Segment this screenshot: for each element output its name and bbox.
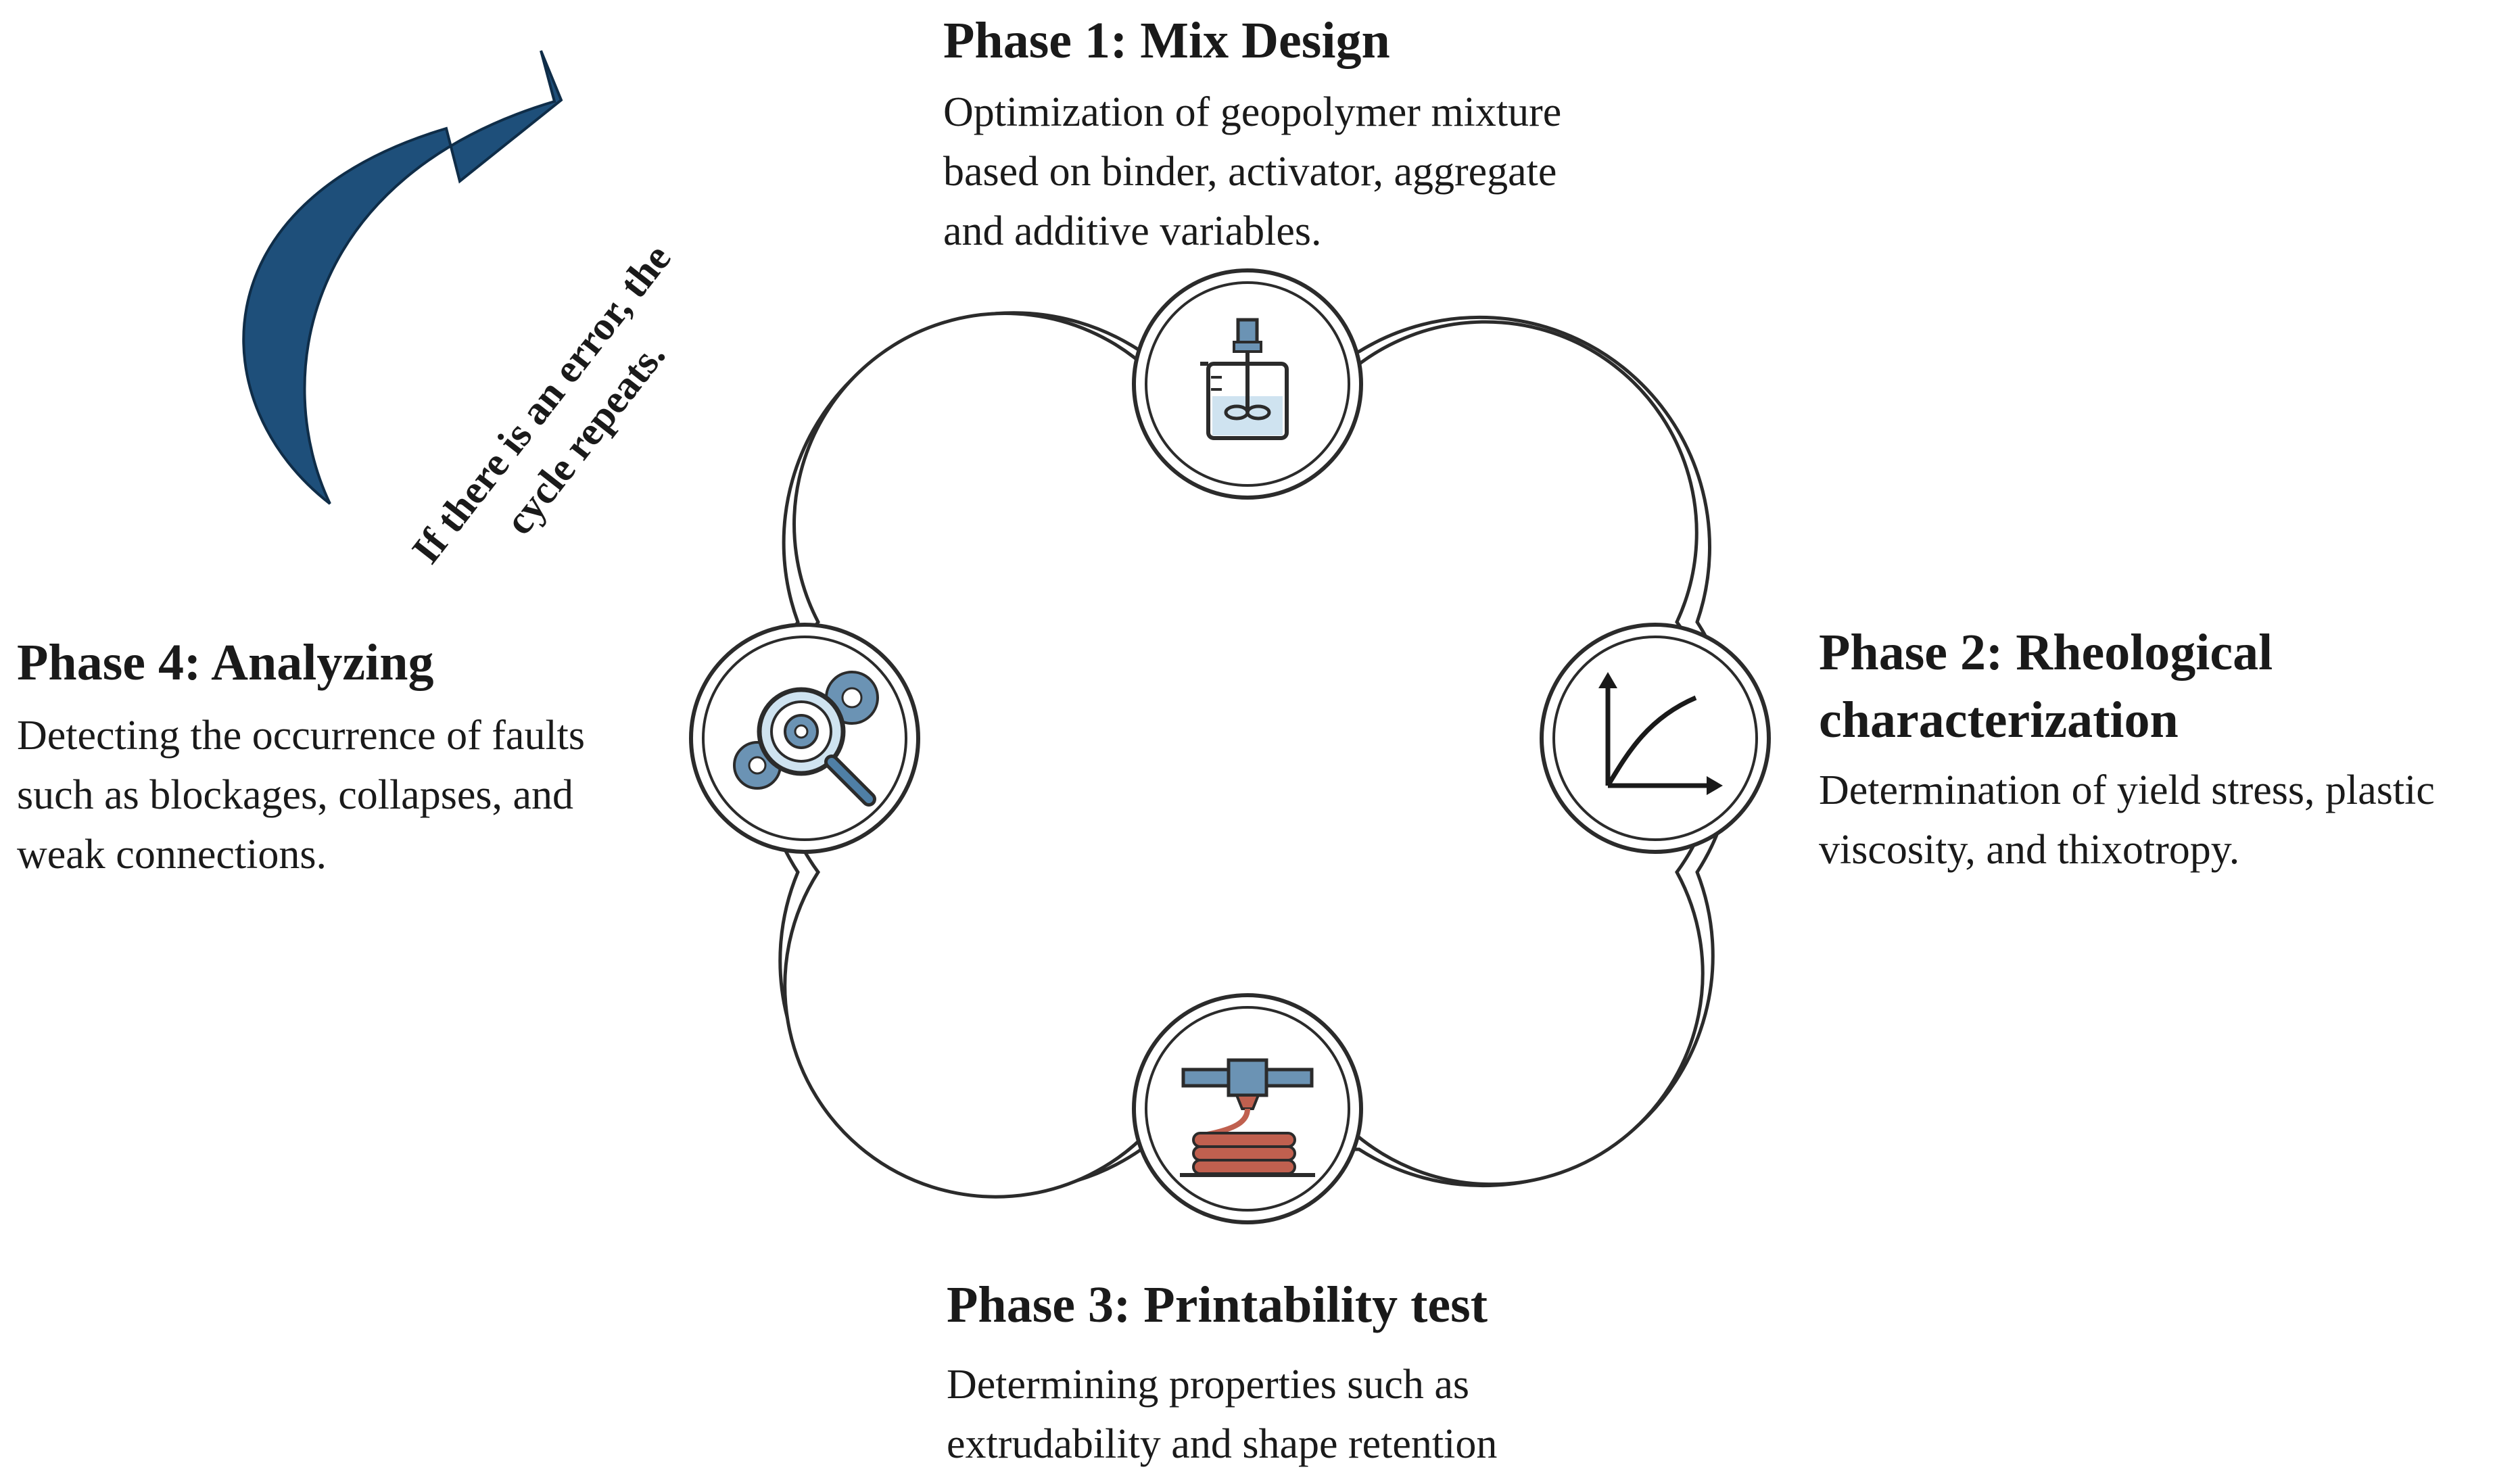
phase-3-description: Determining properties such as extrudabi… [947, 1355, 1690, 1474]
phase-1-line-1: Optimization of geopolymer mixture [943, 89, 1562, 135]
phase-2-line-1: Determination of yield stress, plastic [1819, 767, 2435, 813]
phase-1-description: Optimization of geopolymer mixture based… [943, 82, 1687, 261]
phase-4-line-1: Detecting the occurrence of faults [17, 713, 586, 759]
phase-3-title: Phase 3: Printability test [947, 1276, 1488, 1333]
phase-4-line-2: such as blockages, collapses, and [17, 772, 573, 818]
phase-2-description: Determination of yield stress, plastic v… [1819, 761, 2488, 880]
phase-4-description: Detecting the occurrence of faults such … [17, 706, 686, 884]
3d-printer-nozzle-icon [1180, 1058, 1315, 1177]
node-phase-2 [1540, 623, 1771, 854]
phase-4-title: Phase 4: Analyzing [17, 634, 434, 691]
phase-3-line-1: Determining properties such as [947, 1362, 1470, 1408]
flow-curve-graph-icon [1598, 672, 1723, 795]
phase-3-block: Phase 3: Printability test Determining p… [947, 1271, 1690, 1474]
phase-1-block: Phase 1: Mix Design Optimization of geop… [943, 7, 1687, 261]
phase-4-block: Phase 4: Analyzing Detecting the occurre… [17, 629, 686, 884]
phase-3-line-2: extrudability and shape retention [947, 1421, 1498, 1467]
phase-2-title-line-2: characterization [1819, 692, 2179, 748]
phase-1-line-2: based on binder, activator, aggregate [943, 149, 1557, 195]
phase-4-line-3: weak connections. [17, 832, 327, 878]
phase-1-line-3: and additive variables. [943, 208, 1322, 254]
phase-2-title-line-1: Phase 2: Rheological [1819, 624, 2273, 681]
repeat-cycle-arrow [242, 50, 563, 505]
phase-2-title: Phase 2: Rheological characterization [1819, 619, 2488, 754]
phase-2-line-2: viscosity, and thixotropy. [1819, 827, 2240, 873]
mixer-beaker-icon [1200, 318, 1289, 440]
phase-2-block: Phase 2: Rheological characterization De… [1819, 619, 2488, 880]
phase-1-title: Phase 1: Mix Design [943, 12, 1390, 69]
magnifier-gears-icon [733, 671, 879, 807]
